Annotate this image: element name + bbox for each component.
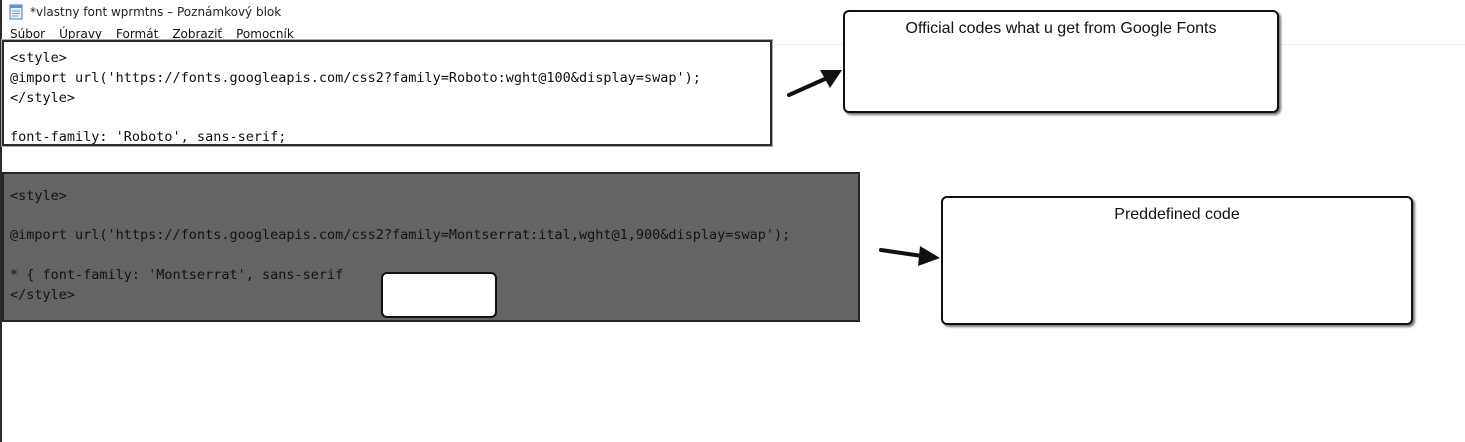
code-line: font-family: 'Roboto', sans-serif;	[10, 129, 287, 145]
code-line: @import url('https://fonts.googleapis.co…	[10, 70, 701, 86]
arrow-icon	[879, 246, 940, 266]
notepad-icon	[9, 4, 23, 20]
code-line: <style>	[10, 50, 67, 66]
menu-file[interactable]: Súbor	[10, 27, 46, 41]
callout-official: Official codes what u get from Google Fo…	[843, 10, 1279, 113]
menu-view[interactable]: Zobraziť	[172, 27, 223, 41]
code-line: </style>	[10, 287, 76, 303]
code-line: @import url('https://fonts.googleapis.co…	[10, 227, 791, 243]
code-line: </style>	[10, 90, 76, 106]
code-line: <style>	[10, 188, 67, 204]
menu-format[interactable]: Formát	[116, 27, 159, 41]
callout-predefined: Preddefined code	[941, 196, 1413, 325]
arrow-icon	[787, 70, 842, 97]
menu-edit[interactable]: Úpravy	[59, 27, 103, 41]
callout-predefined-text: Preddefined code	[1114, 206, 1240, 223]
redaction-patch	[381, 272, 497, 318]
menu-help[interactable]: Pomocník	[236, 27, 294, 41]
callout-official-text: Official codes what u get from Google Fo…	[905, 20, 1217, 37]
code-block-official: <style> @import url('https://fonts.googl…	[2, 40, 772, 146]
window-title: *vlastny font wprmtns – Poznámkový blok	[30, 5, 282, 19]
code-line: * { font-family: 'Montserrat', sans-seri…	[10, 267, 344, 283]
title-bar: *vlastny font wprmtns – Poznámkový blok	[4, 0, 281, 24]
